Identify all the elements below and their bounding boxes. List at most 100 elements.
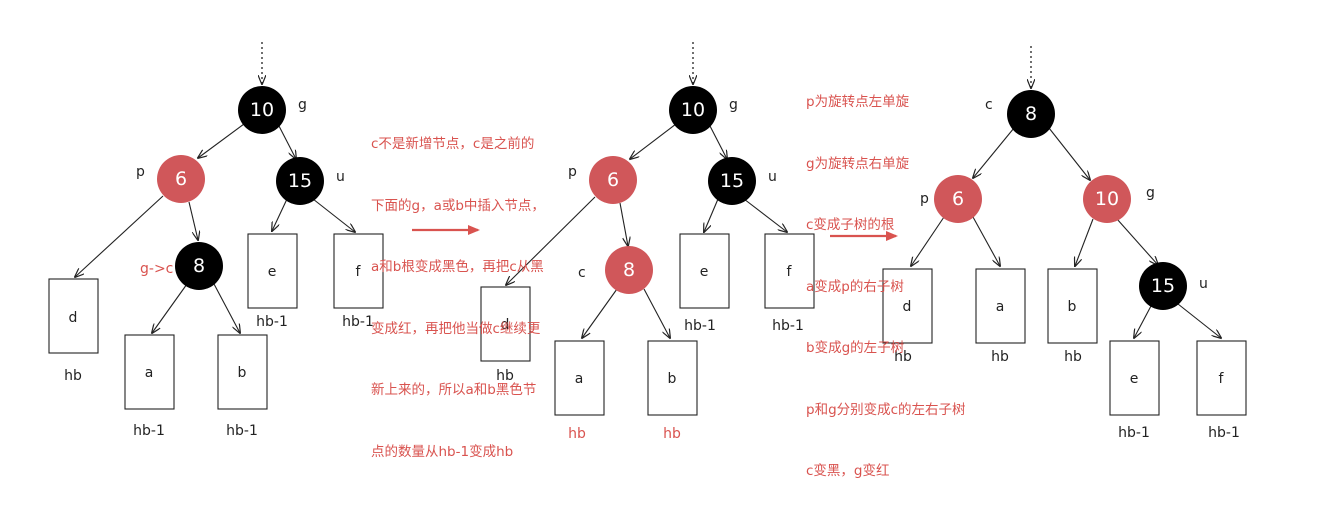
subtree-box xyxy=(48,278,99,354)
node-black xyxy=(175,242,223,290)
edge xyxy=(972,216,1000,266)
black-height: hb-1 xyxy=(684,318,716,334)
note-line: 点的数量从hb-1变成hb xyxy=(371,443,514,460)
note-line: a变成p的右子树 xyxy=(806,278,904,295)
subtree-box xyxy=(647,340,698,416)
subtree-box xyxy=(764,233,815,309)
note-line: p为旋转点左单旋 xyxy=(806,94,910,110)
diagram-2: 10 6 15 8 g p u c d a b e f hb hb hb hb-… xyxy=(480,42,815,442)
node-value: 10 xyxy=(1095,188,1119,210)
subtree-box xyxy=(480,286,531,362)
edge xyxy=(188,201,198,240)
node-black xyxy=(1007,90,1055,138)
node-label: g xyxy=(298,97,307,113)
diagram-1: 10 6 15 8 g p u g->c d a b e f hb hb-1 h… xyxy=(48,42,384,439)
node-value: 6 xyxy=(175,168,187,190)
black-height: hb xyxy=(568,426,586,442)
subtree-box xyxy=(975,268,1026,344)
black-height: hb-1 xyxy=(342,314,374,330)
subtree-label: a xyxy=(145,365,154,381)
subtree-label: a xyxy=(575,371,584,387)
node-value: 10 xyxy=(250,99,274,121)
edge xyxy=(506,196,596,285)
edge xyxy=(709,125,727,159)
edge xyxy=(213,283,240,333)
subtree-box xyxy=(333,233,384,309)
note-line: b变成g的左子树 xyxy=(806,340,905,356)
diagram-3: 8 6 10 15 c p g u d a b e f hb hb hb hb-… xyxy=(882,46,1247,441)
edge xyxy=(312,198,355,232)
note-line: c变成子树的根 xyxy=(806,217,895,233)
edge xyxy=(1075,218,1094,266)
black-height: hb xyxy=(496,368,514,384)
subtree-box xyxy=(1109,340,1160,416)
subtree-label: e xyxy=(700,264,709,280)
edge xyxy=(973,127,1015,178)
node-value: 8 xyxy=(1025,103,1037,125)
edge xyxy=(619,202,628,246)
node-black xyxy=(1139,262,1187,310)
subtree-label: f xyxy=(356,264,362,280)
subtree-label: a xyxy=(996,299,1005,315)
edge xyxy=(198,123,245,158)
node-label: g->c xyxy=(140,261,173,277)
edge xyxy=(630,123,677,159)
black-height: hb-1 xyxy=(772,318,804,334)
node-red xyxy=(589,156,637,204)
edge xyxy=(1134,305,1152,338)
node-label: u xyxy=(336,169,345,185)
black-height: hb-1 xyxy=(1208,425,1240,441)
subtree-box xyxy=(1196,340,1247,416)
node-value: 8 xyxy=(193,255,205,277)
node-black xyxy=(238,86,286,134)
subtree-label: d xyxy=(501,317,510,333)
subtree-box xyxy=(679,233,730,309)
node-value: 15 xyxy=(1151,275,1175,297)
note-line: a和b根变成黑色，再把c从黑 xyxy=(371,259,544,275)
node-black xyxy=(669,86,717,134)
node-red xyxy=(157,155,205,203)
node-label: p xyxy=(568,164,577,180)
note-line: p和g分别变成c的左右子树 xyxy=(806,401,966,418)
node-black xyxy=(708,157,756,205)
note-line: c变黑，g变红 xyxy=(806,463,890,479)
subtree-label: e xyxy=(1130,371,1139,387)
edge xyxy=(743,198,787,232)
note-line: g为旋转点右单旋 xyxy=(806,155,910,172)
edge xyxy=(152,283,188,333)
subtree-label: f xyxy=(1219,371,1225,387)
node-label: c xyxy=(985,97,993,113)
node-label: p xyxy=(136,164,145,180)
note-line: 变成红，再把他当做c继续更 xyxy=(371,320,541,337)
edge xyxy=(1177,303,1221,338)
note-right: p为旋转点左单旋 g为旋转点右单旋 c变成子树的根 a变成p的右子树 b变成g的… xyxy=(806,51,966,502)
note-line: 新上来的，所以a和b黑色节 xyxy=(371,382,537,398)
node-label: u xyxy=(768,169,777,185)
edge xyxy=(75,195,164,277)
node-value: 6 xyxy=(952,188,964,210)
edge xyxy=(643,288,670,338)
edge xyxy=(582,288,618,338)
subtree-label: b xyxy=(668,371,677,387)
edge xyxy=(1048,127,1090,180)
node-black xyxy=(276,157,324,205)
subtree-box xyxy=(882,268,933,344)
subtree-label: d xyxy=(69,310,78,326)
black-height: hb xyxy=(1064,349,1082,365)
note-middle: c不是新增节点，c是之前的 下面的g，a或b中插入节点， a和b根变成黑色，再把… xyxy=(371,93,545,483)
subtree-label: b xyxy=(238,365,247,381)
subtree-label: e xyxy=(268,264,277,280)
node-label: c xyxy=(578,265,586,281)
node-label: g xyxy=(1146,185,1155,201)
node-red xyxy=(934,175,982,223)
black-height: hb-1 xyxy=(226,423,258,439)
node-value: 10 xyxy=(681,99,705,121)
note-line: 下面的g，a或b中插入节点， xyxy=(371,197,545,214)
edge xyxy=(1116,218,1158,265)
node-red xyxy=(605,246,653,294)
edge xyxy=(911,216,945,266)
node-value: 15 xyxy=(720,170,744,192)
black-height: hb-1 xyxy=(1118,425,1150,441)
